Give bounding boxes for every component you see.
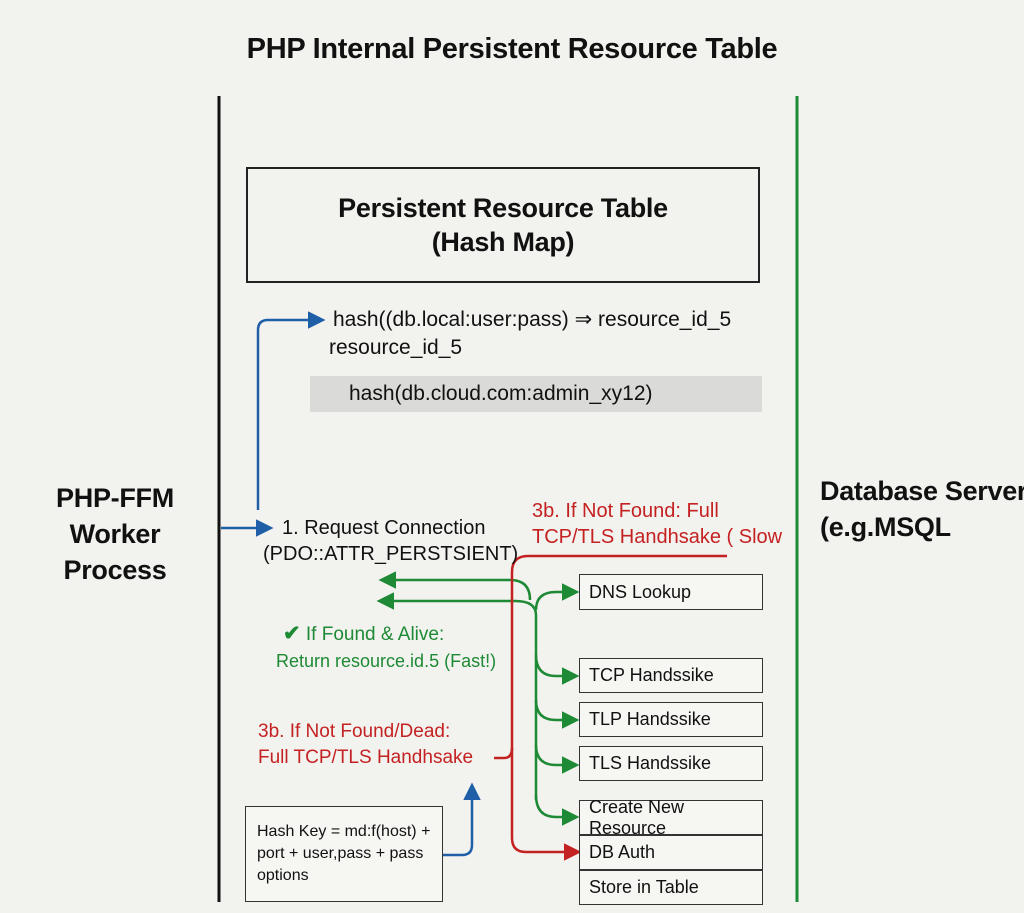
- checkmark-icon: ✔: [283, 622, 301, 645]
- table-subtitle: (Hash Map): [431, 227, 575, 257]
- table-entry-2-label: hash(db.cloud.com:admin_xy12): [349, 382, 653, 405]
- step-db-auth: DB Auth: [579, 835, 763, 870]
- branch-dns: [534, 583, 580, 611]
- step-tls-handshake: TLS Handssike: [579, 746, 763, 781]
- step-tlp-handshake: TLP Handssike: [579, 702, 763, 737]
- step-label: TLP Handssike: [589, 709, 711, 729]
- table-entry-1: hash((db.local:user:pass) ⇒ resource_id_…: [333, 308, 732, 331]
- found-return-label: Return resource.id.5 (Fast!): [276, 651, 497, 671]
- request-connection-label: 1. Request Connection: [282, 517, 486, 539]
- step-label: TLS Handssike: [589, 753, 712, 773]
- step-label: TCP Handssike: [589, 665, 714, 685]
- branch-tls: [534, 744, 580, 774]
- not-found-label-line2: TCP/TLS Handhsake ( Slow: [532, 526, 783, 548]
- hash-key-arrow: [443, 782, 481, 857]
- step-label: DB Auth: [589, 842, 656, 862]
- step-label: DNS Lookup: [589, 581, 692, 602]
- found-label: ✔ If Found & Alive:: [283, 621, 444, 648]
- worker-process-label: PHP-FFM Worker Process: [56, 483, 174, 585]
- table-title: Persistent Resource Table: [338, 193, 668, 223]
- request-connection-option: (PDO::ATTR_PERSTSIENT): [263, 543, 519, 565]
- step-tcp-handshake: TCP Handssike: [579, 658, 763, 693]
- step-label: Store in Table: [589, 877, 699, 897]
- step-label: Create New Resource: [589, 796, 685, 838]
- database-server-label: Database Server (e.g.MSQL: [820, 476, 1024, 542]
- page-title: PHP Internal Persistent Resource Table: [246, 33, 778, 65]
- table-entry-1-value: resource_id_5: [329, 336, 463, 359]
- branch-tlp: [534, 699, 580, 729]
- step-dns-lookup: DNS Lookup: [579, 574, 763, 610]
- red-trunk: [510, 554, 727, 861]
- not-found-dead-line1: 3b. If Not Found/Dead:: [258, 721, 451, 742]
- found-label-text: If Found & Alive:: [305, 624, 445, 645]
- branch-create: [534, 794, 580, 826]
- lookup-arrow: [256, 311, 326, 510]
- step-store-in-table: Store in Table: [579, 870, 763, 905]
- green-trunk: [514, 599, 538, 800]
- branch-tcp: [534, 654, 580, 685]
- resource-table-box: Persistent Resource Table (Hash Map): [246, 167, 760, 283]
- red-link: [494, 747, 514, 760]
- return-arrow-1: [378, 571, 532, 601]
- table-entry-2: hash(db.cloud.com:admin_xy12): [310, 376, 762, 412]
- not-found-label-line1: 3b. If Not Found: Full: [532, 500, 719, 522]
- not-found-dead-line2: Full TCP/TLS Handhsake: [258, 747, 474, 768]
- hash-key-box: Hash Key = md:f(host) + port + user,pass…: [245, 806, 443, 902]
- step-create-resource: Create New Resource: [579, 797, 763, 838]
